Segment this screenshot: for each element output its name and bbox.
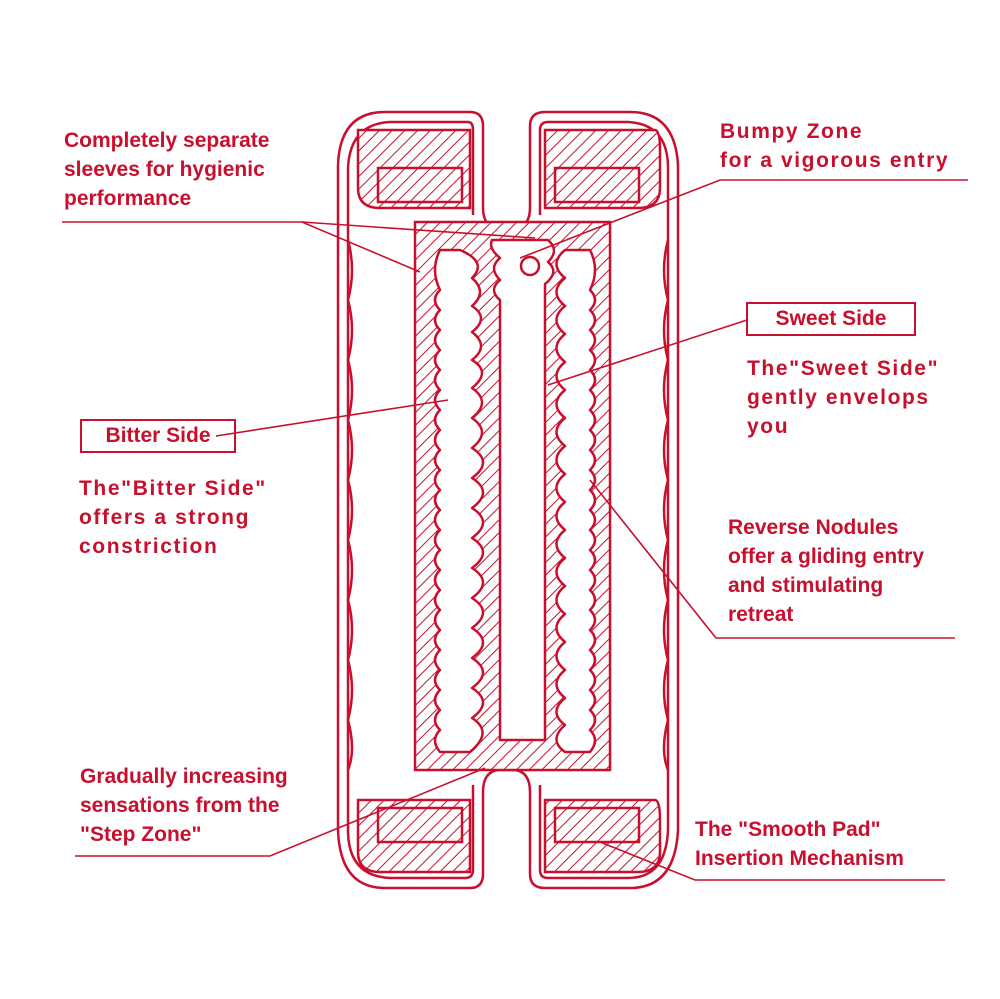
leader-step-zone — [75, 767, 486, 857]
sweet-side-description: The"Sweet Side" gently envelops you — [747, 357, 940, 438]
leader-sweet-side — [547, 319, 748, 386]
top-right-pad — [553, 166, 641, 204]
step-zone-callout: Gradually increasing sensations from the… — [80, 765, 288, 846]
bottom-right-pad — [553, 806, 641, 844]
bottom-left-pad — [376, 806, 464, 844]
leader-separate-sleeves — [62, 221, 421, 273]
bitter-side-label: Bitter Side — [80, 419, 236, 453]
leader-bumpy-zone — [519, 179, 968, 259]
leader-separate-sleeves-2 — [301, 221, 536, 239]
bitter-side-channel — [433, 248, 485, 754]
leader-reverse-nodules — [589, 479, 955, 639]
smooth-pad-callout: The "Smooth Pad" Insertion Mechanism — [695, 818, 904, 870]
leader-bitter-side — [215, 399, 449, 437]
center-channel — [489, 238, 556, 742]
left-grip-contour — [346, 239, 354, 771]
right-grip-contour — [662, 239, 670, 771]
bitter-side-description: The"Bitter Side" offers a strong constri… — [79, 477, 267, 558]
sweet-side-label: Sweet Side — [746, 302, 916, 336]
reverse-nodules-callout: Reverse Nodules offer a gliding entry an… — [728, 516, 925, 626]
sweet-side-channel — [555, 248, 597, 754]
leader-smooth-pad — [599, 841, 945, 881]
bumpy-zone-callout: Bumpy Zone for a vigorous entry — [720, 120, 950, 172]
top-left-pad — [376, 166, 464, 204]
bumpy-zone-bead — [519, 255, 541, 277]
separate-sleeves-callout: Completely separate sleeves for hygienic… — [64, 129, 270, 210]
